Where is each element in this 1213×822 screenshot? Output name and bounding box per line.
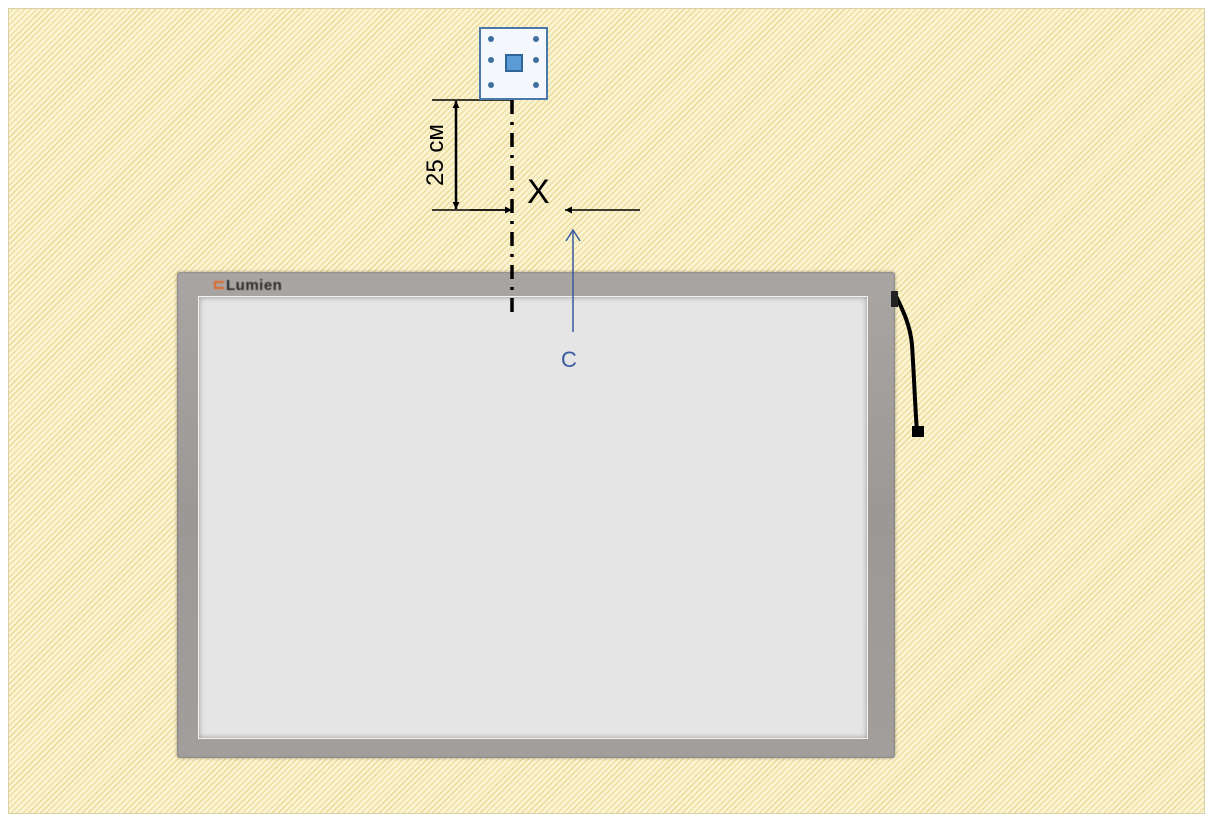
projector-mount-dot <box>533 57 539 63</box>
projector-mount-dot <box>488 57 494 63</box>
distance-label: 25 см <box>422 124 449 186</box>
projector-mount-dot <box>533 82 539 88</box>
brand-name: Lumien <box>226 276 283 294</box>
point-c-arrowhead <box>565 228 581 242</box>
projector-lens <box>505 54 523 72</box>
stylus-cable <box>893 292 919 434</box>
whiteboard-surface <box>198 296 868 739</box>
projector-icon <box>479 27 548 100</box>
stylus-holder <box>891 291 898 307</box>
offset-label: X <box>527 173 550 211</box>
projector-mount-dot <box>488 82 494 88</box>
brand-mark-icon <box>214 281 224 289</box>
projector-mount-dot <box>533 36 539 42</box>
stylus-pen-icon <box>912 426 924 437</box>
point-c-label: C <box>561 347 577 372</box>
brand-logo: Lumien <box>214 275 282 295</box>
projector-mount-dot <box>488 36 494 42</box>
